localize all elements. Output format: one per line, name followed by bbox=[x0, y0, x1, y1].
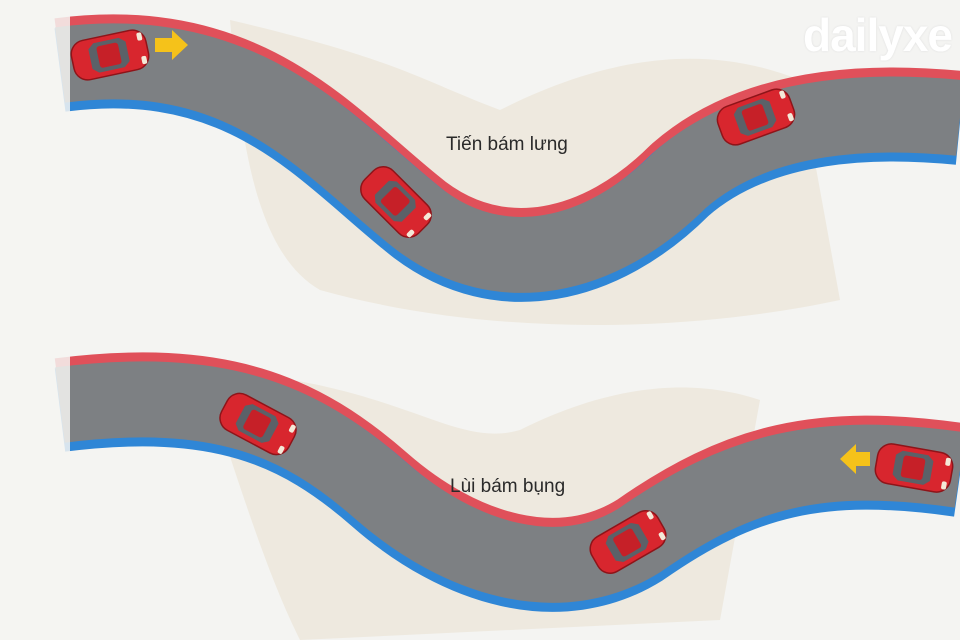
dailyxe-logo: dailyxe bbox=[803, 9, 953, 61]
arrow-reverse-icon bbox=[840, 444, 870, 474]
arrow-forward-icon bbox=[155, 30, 188, 60]
road-top bbox=[54, 14, 960, 302]
label-reverse: Lùi bám bụng bbox=[450, 476, 566, 497]
label-forward: Tiến bám lưng bbox=[446, 134, 568, 155]
